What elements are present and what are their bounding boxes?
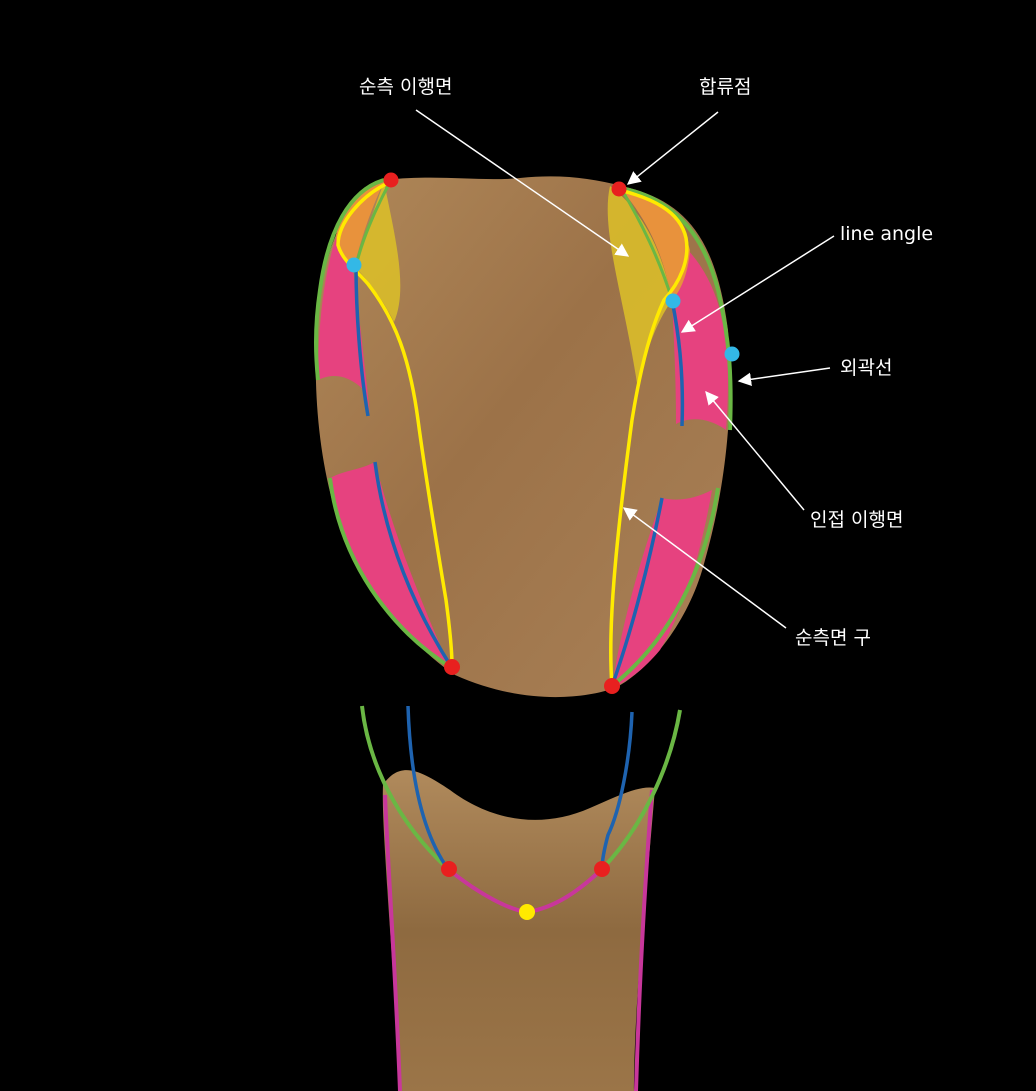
label-confluence-point: 합류점 [699,78,751,97]
cervical-point-left [444,659,460,675]
line-angle-point-left [347,258,362,273]
label-labial-groove: 순측면 구 [795,629,871,648]
leader-outline [739,368,830,381]
incisal-midpoint [519,904,535,920]
line-angle-point-right [666,294,681,309]
leader-confluence-point [628,112,718,184]
label-proximal-transition: 인접 이행면 [810,511,903,530]
confluence-point-right [612,182,627,197]
label-line-angle: line angle [840,225,933,244]
label-labial-transition: 순측 이행면 [359,78,452,97]
label-outline: 외곽선 [840,359,892,378]
outline-point [725,347,740,362]
cervical-point-right [604,678,620,694]
incisal-point-left [441,861,457,877]
incisal-point-right [594,861,610,877]
confluence-point-left [384,173,399,188]
